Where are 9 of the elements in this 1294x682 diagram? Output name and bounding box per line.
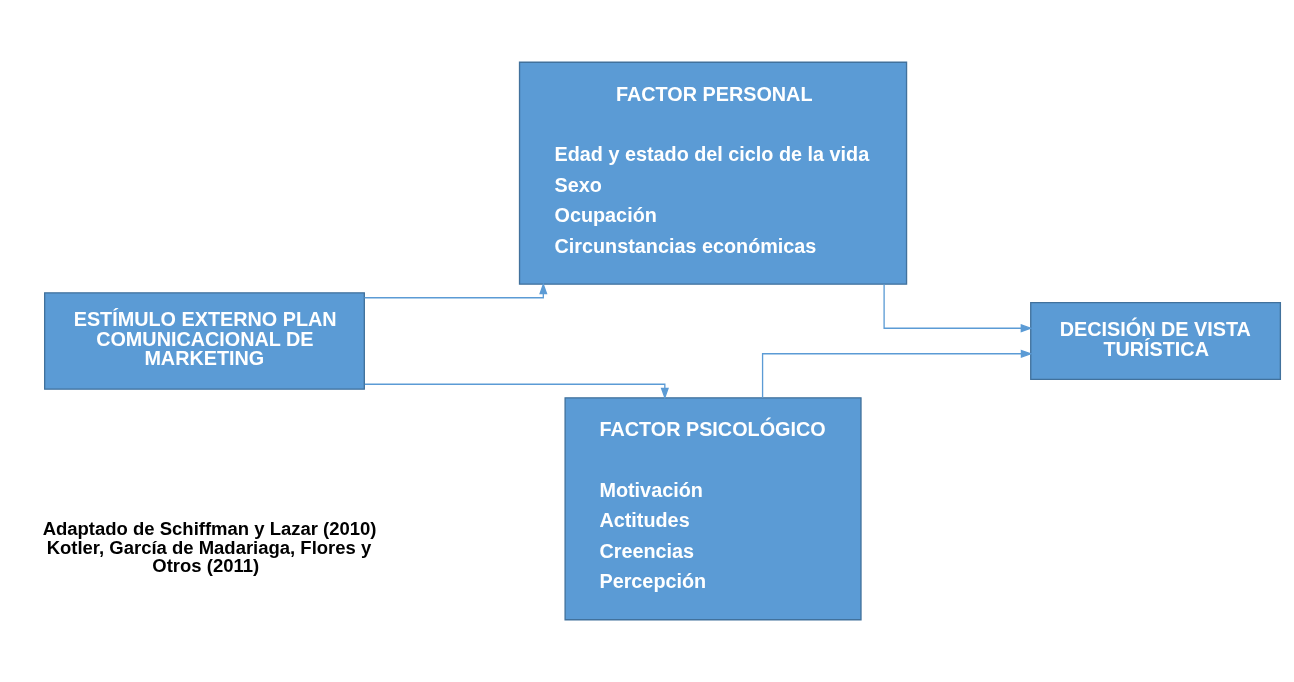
arrow xyxy=(363,282,548,299)
node-box: FACTOR PERSONAL Edad y estado del ciclo de la vida Sexo Ocupación Circunstancias económicas xyxy=(518,61,908,285)
arrow xyxy=(883,283,1033,333)
label: Adaptado de Schiffman y Lazar (2010) Kotler, García de Madariaga, Flores y Otros (2011) xyxy=(42,518,377,577)
arrow xyxy=(761,349,1033,399)
node-box: ESTÍMULO EXTERNO PLAN COMUNICACIONAL DE MARKETING xyxy=(44,292,365,390)
node-box: FACTOR PSICOLÓGICO Motivación Actitudes Creencias Percepción xyxy=(564,397,862,621)
arrow xyxy=(364,383,669,400)
node-box: DECISIÓN DE VISTA TURÍSTICA xyxy=(1030,302,1282,380)
